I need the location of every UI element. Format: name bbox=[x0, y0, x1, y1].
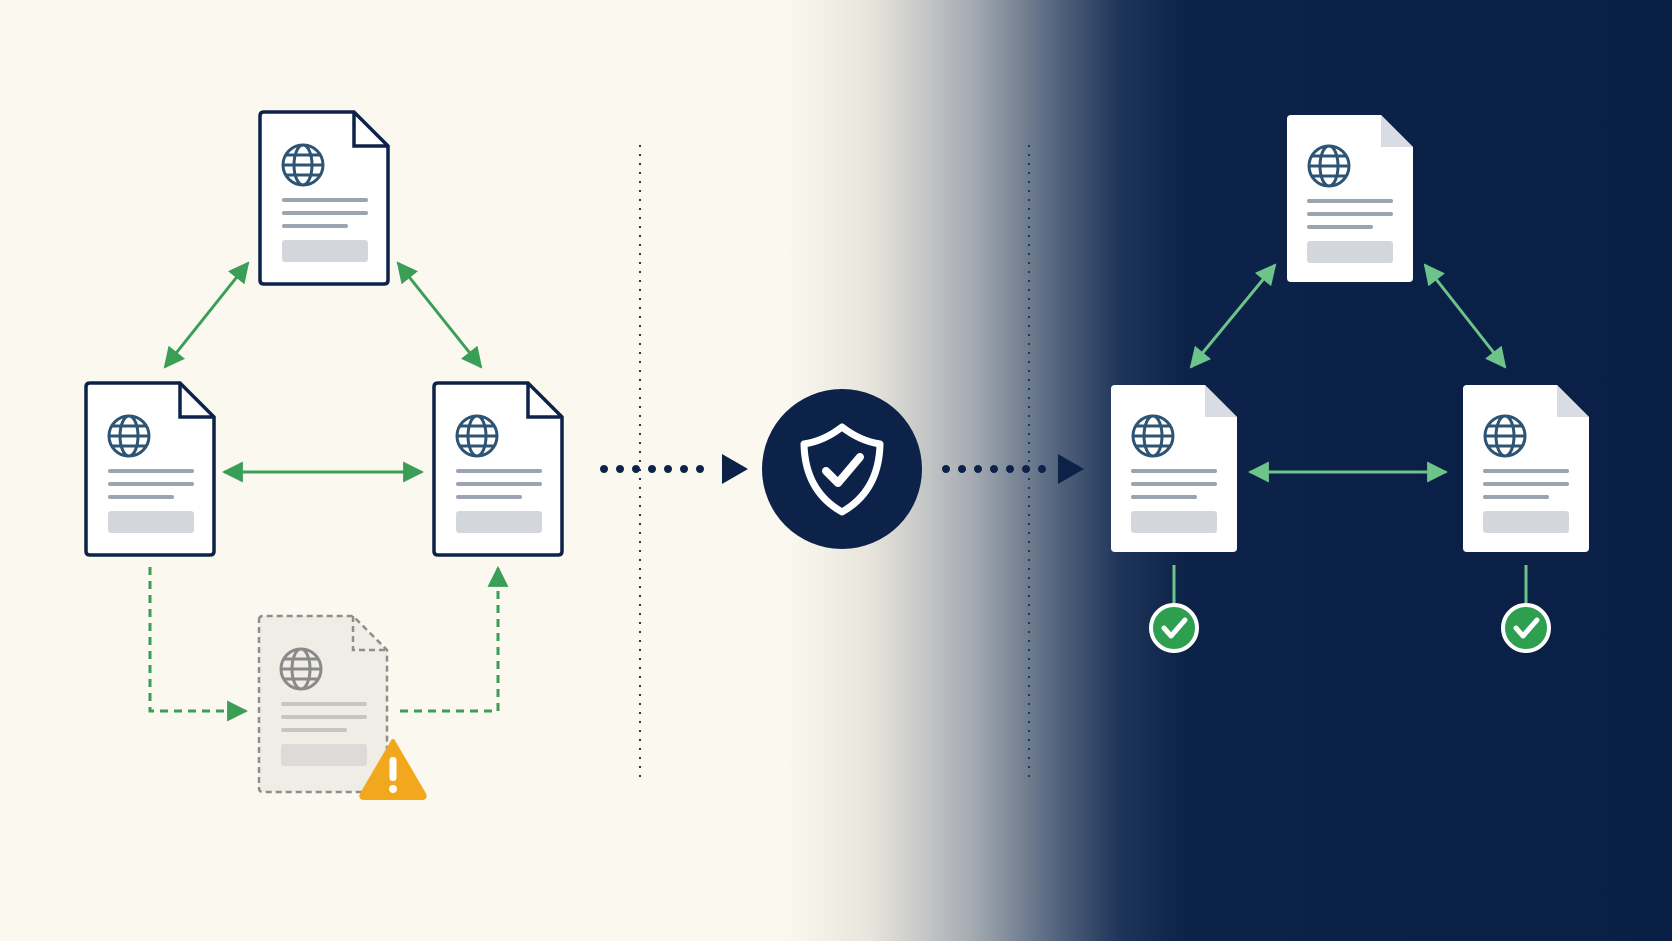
flagged-link-out bbox=[400, 565, 509, 713]
globe-icon bbox=[1483, 414, 1527, 458]
link-top-left bbox=[1189, 263, 1277, 369]
flagged-document-icon bbox=[257, 614, 389, 794]
document-icon bbox=[84, 381, 216, 557]
globe-icon bbox=[281, 143, 325, 187]
check-circle-icon bbox=[1501, 603, 1551, 653]
document-icon bbox=[1111, 385, 1237, 552]
flagged-link-in bbox=[148, 567, 249, 722]
shield-check-icon bbox=[762, 389, 922, 549]
document-icon bbox=[432, 381, 564, 557]
link-top-left bbox=[163, 261, 250, 369]
link-top-right bbox=[396, 261, 483, 369]
globe-icon bbox=[1131, 414, 1175, 458]
link-top-right bbox=[1423, 263, 1507, 369]
document-icon bbox=[258, 110, 390, 286]
after-links bbox=[1189, 263, 1507, 483]
globe-icon bbox=[279, 647, 323, 691]
check-circle-icon bbox=[1149, 603, 1199, 653]
before-links bbox=[148, 261, 509, 722]
warning-icon bbox=[359, 739, 427, 800]
flow-arrow-out bbox=[942, 454, 1084, 484]
flow-arrow-in bbox=[600, 454, 748, 484]
globe-icon bbox=[1307, 144, 1351, 188]
globe-icon bbox=[107, 414, 151, 458]
globe-icon bbox=[455, 414, 499, 458]
document-icon bbox=[1463, 385, 1589, 552]
document-icon bbox=[1287, 115, 1413, 282]
